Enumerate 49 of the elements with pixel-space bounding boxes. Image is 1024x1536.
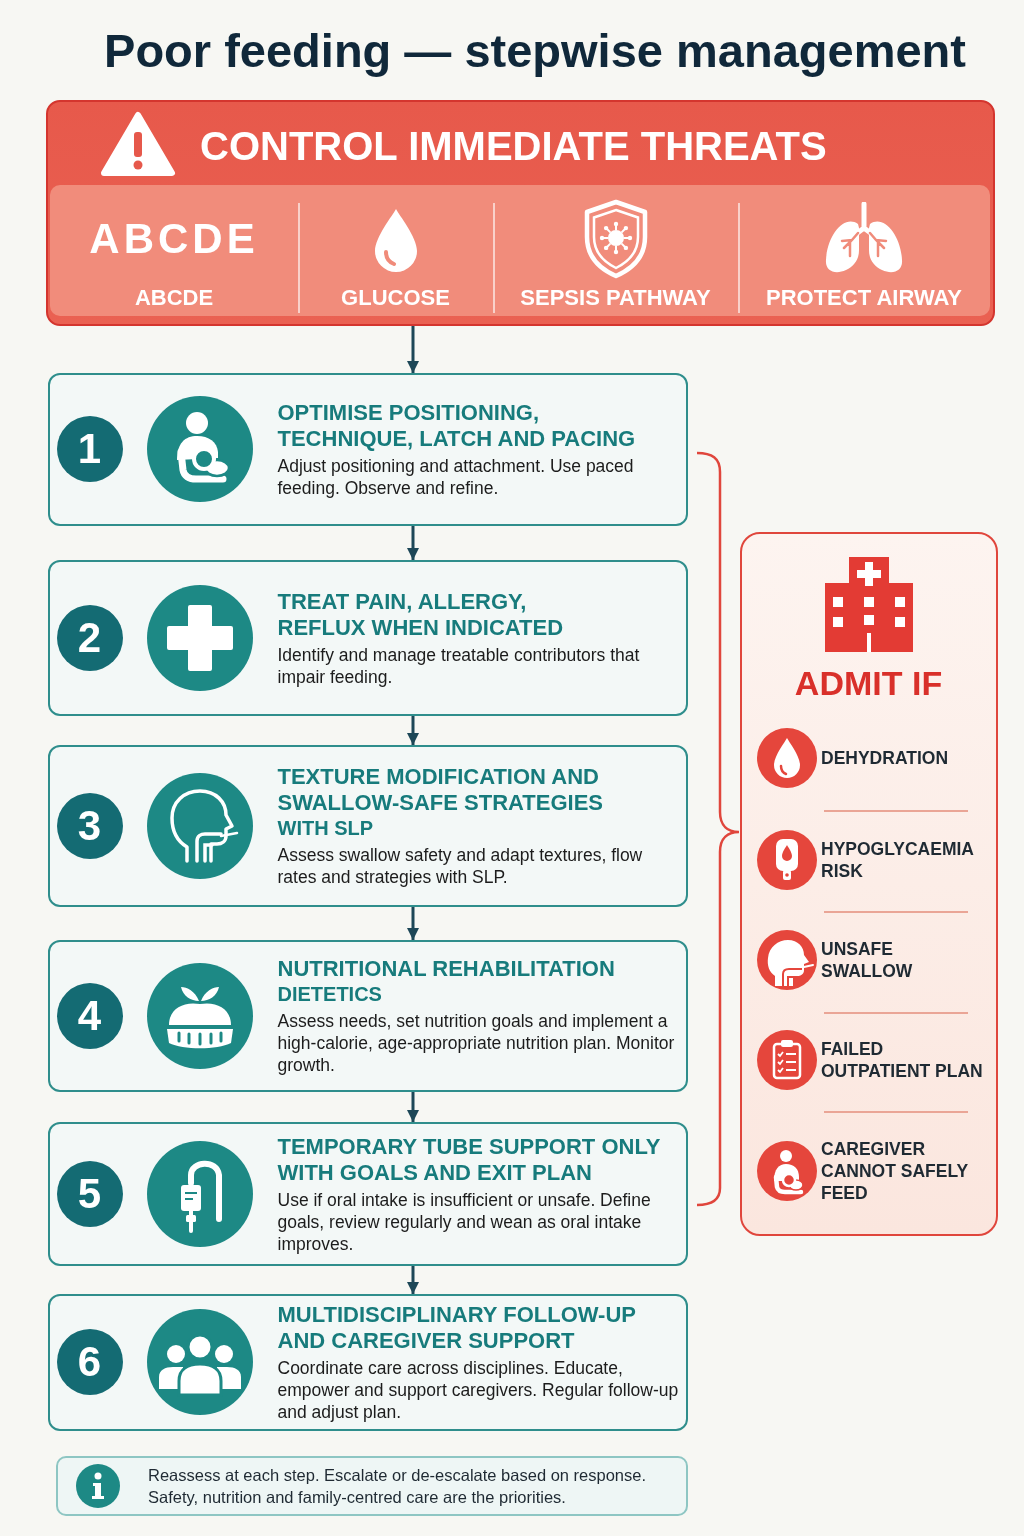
step-title: TEXTURE MODIFICATION AND SWALLOW-SAFE STRATEGIES (277, 764, 604, 816)
step-number: 4 (56, 982, 123, 1049)
step-number: 3 (56, 792, 123, 859)
step-number: 5 (56, 1160, 123, 1227)
admission-criterion: UNSAFE SWALLOW (821, 938, 914, 982)
step-card (48, 373, 688, 526)
panel-heading: ADMIT IF (794, 664, 943, 702)
step-description: Use if oral intake is insufficient or unsafe. Define goals, review regularly and wean as oral intake improves. (277, 1188, 652, 1255)
step-card (48, 1122, 688, 1266)
step-title: TEMPORARY TUBE SUPPORT ONLY WITH GOALS AND EXIT PLAN (277, 1133, 662, 1186)
step-title: OPTIMISE POSITIONING, TECHNIQUE, LATCH AND PACING (277, 400, 637, 452)
step-card (48, 560, 688, 716)
step-description: Identify and manage treatable contributors that impair feeding. (277, 643, 641, 688)
threat-label: SEPSIS PATHWAY (520, 285, 711, 310)
step-description: Adjust positioning and attachment. Use paced feeding. Observe and refine. (277, 455, 635, 499)
admission-criterion: DEHYDRATION (821, 747, 949, 769)
info-note (56, 1456, 688, 1516)
arrow (407, 326, 419, 373)
step-subtitle: WITH SLP (277, 816, 374, 841)
step-card (48, 1294, 688, 1431)
arrow (407, 716, 419, 745)
step-title: NUTRITIONAL REHABILITATION (277, 956, 615, 982)
admission-panel (740, 532, 998, 1236)
step-number: 2 (56, 604, 123, 671)
note-text: Reassess at each step. Escalate or de-escalate based on response. Safety, nutrition and family-centred care are the priorities. (148, 1465, 648, 1508)
admission-criterion: HYPOGLYCAEMIA RISK (821, 838, 975, 882)
step-description: Coordinate care across disciplines. Educate, empower and support caregivers. Regular follow-up and adjust plan. (277, 1357, 680, 1423)
threat-label: PROTECT AIRWAY (766, 285, 962, 310)
title: Poor feeding — stepwise management (104, 24, 966, 77)
panel-heading: CONTROL IMMEDIATE THREATS (200, 123, 827, 170)
threat-label: GLUCOSE (341, 285, 450, 310)
admission-criterion: CAREGIVER CANNOT SAFELY FEED (821, 1138, 969, 1204)
step-description: Assess swallow safety and adapt textures, flow rates and strategies with SLP. (277, 844, 644, 888)
step-title: MULTIDISCIPLINARY FOLLOW-UP AND CAREGIVER SUPPORT (277, 1302, 637, 1354)
step-title: TREAT PAIN, ALLERGY, REFLUX WHEN INDICATED (277, 588, 565, 641)
alert-panel (46, 100, 995, 326)
step-card (48, 940, 688, 1092)
step-description: Assess needs, set nutrition goals and implement a high-calorie, age-appropriate nutrition plan. Monitor growth. (277, 1010, 676, 1076)
admission-criterion: FAILED OUTPATIENT PLAN (821, 1038, 984, 1082)
step-subtitle: DIETETICS (277, 982, 382, 1007)
step-number: 6 (56, 1329, 123, 1395)
arrow (407, 1266, 419, 1294)
arrow (407, 526, 419, 560)
mnemonic-text: ABCDE (89, 215, 259, 262)
step-number: 1 (56, 416, 123, 482)
threat-label: ABCDE (134, 285, 214, 310)
step-card (48, 745, 688, 907)
arrow (407, 1092, 419, 1122)
arrow (407, 907, 419, 940)
